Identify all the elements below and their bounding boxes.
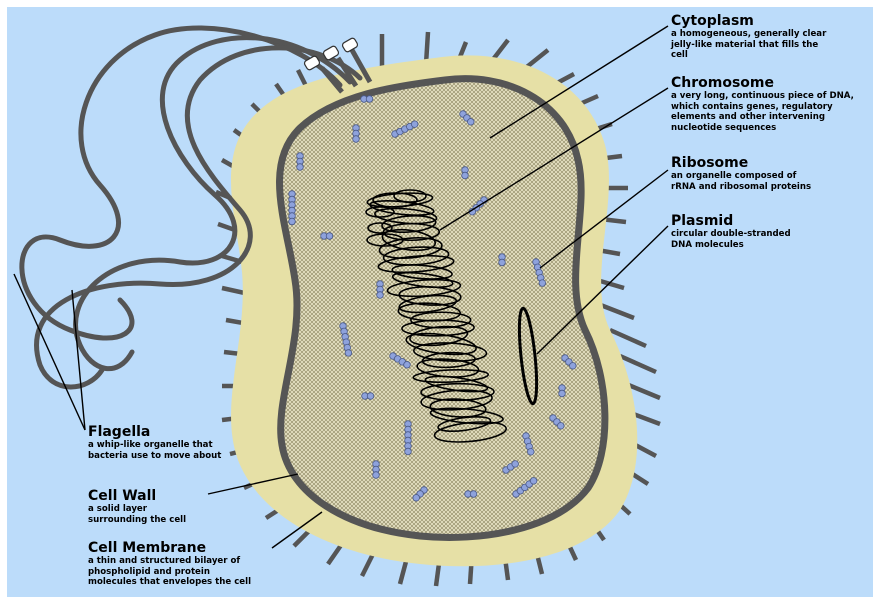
ribosome: [557, 422, 564, 429]
label-cytoplasm-title: Cytoplasm: [671, 13, 826, 29]
ribosome: [539, 280, 546, 287]
label-flagella-desc: a whip-like organelle that bacteria use …: [88, 440, 221, 461]
label-plasmid-desc: circular double-stranded DNA molecules: [671, 229, 791, 250]
ribosome: [326, 233, 333, 240]
ribosome: [569, 362, 576, 369]
label-plasmid: Plasmid circular double-stranded DNA mol…: [671, 213, 791, 250]
label-cytoplasm-desc: a homogeneous, generally clear jelly-lik…: [671, 29, 826, 61]
label-cell-membrane-title: Cell Membrane: [88, 540, 251, 556]
cell-membrane: [280, 79, 605, 538]
ribosome: [530, 478, 537, 485]
label-cell-wall-title: Cell Wall: [88, 488, 186, 504]
ribosome: [377, 292, 384, 299]
ribosome: [467, 118, 474, 125]
ribosome: [373, 472, 380, 479]
label-ribosome: Ribosome an organelle composed of rRNA a…: [671, 155, 811, 192]
label-cell-wall: Cell Wall a solid layer surrounding the …: [88, 488, 186, 525]
ribosome: [413, 494, 420, 501]
ribosome: [405, 448, 412, 455]
ribosome: [297, 164, 304, 171]
ribosome: [499, 259, 506, 266]
ribosome: [512, 461, 519, 468]
ribosome: [366, 96, 373, 103]
label-cytoplasm: Cytoplasm a homogeneous, generally clear…: [671, 13, 826, 61]
ribosome: [289, 218, 296, 225]
label-cell-membrane-desc: a thin and structured bilayer of phospho…: [88, 556, 251, 588]
ribosome: [411, 121, 418, 128]
label-chromosome: Chromosome a very long, continuous piece…: [671, 75, 854, 133]
label-ribosome-desc: an organelle composed of rRNA and riboso…: [671, 171, 811, 192]
label-chromosome-desc: a very long, continuous piece of DNA, wh…: [671, 91, 854, 133]
ribosome: [367, 393, 374, 400]
label-plasmid-title: Plasmid: [671, 213, 791, 229]
ribosome: [462, 172, 469, 179]
label-flagella: Flagella a whip-like organelle that bact…: [88, 424, 221, 461]
ribosome: [404, 361, 411, 368]
ribosome: [353, 136, 360, 143]
ribosome: [470, 491, 477, 498]
ribosome: [559, 390, 566, 397]
label-cell-membrane: Cell Membrane a thin and structured bila…: [88, 540, 251, 588]
label-chromosome-title: Chromosome: [671, 75, 854, 91]
label-cell-wall-desc: a solid layer surrounding the cell: [88, 504, 186, 525]
ribosome: [345, 350, 352, 357]
label-ribosome-title: Ribosome: [671, 155, 811, 171]
ribosome: [527, 449, 534, 456]
label-flagella-title: Flagella: [88, 424, 221, 440]
